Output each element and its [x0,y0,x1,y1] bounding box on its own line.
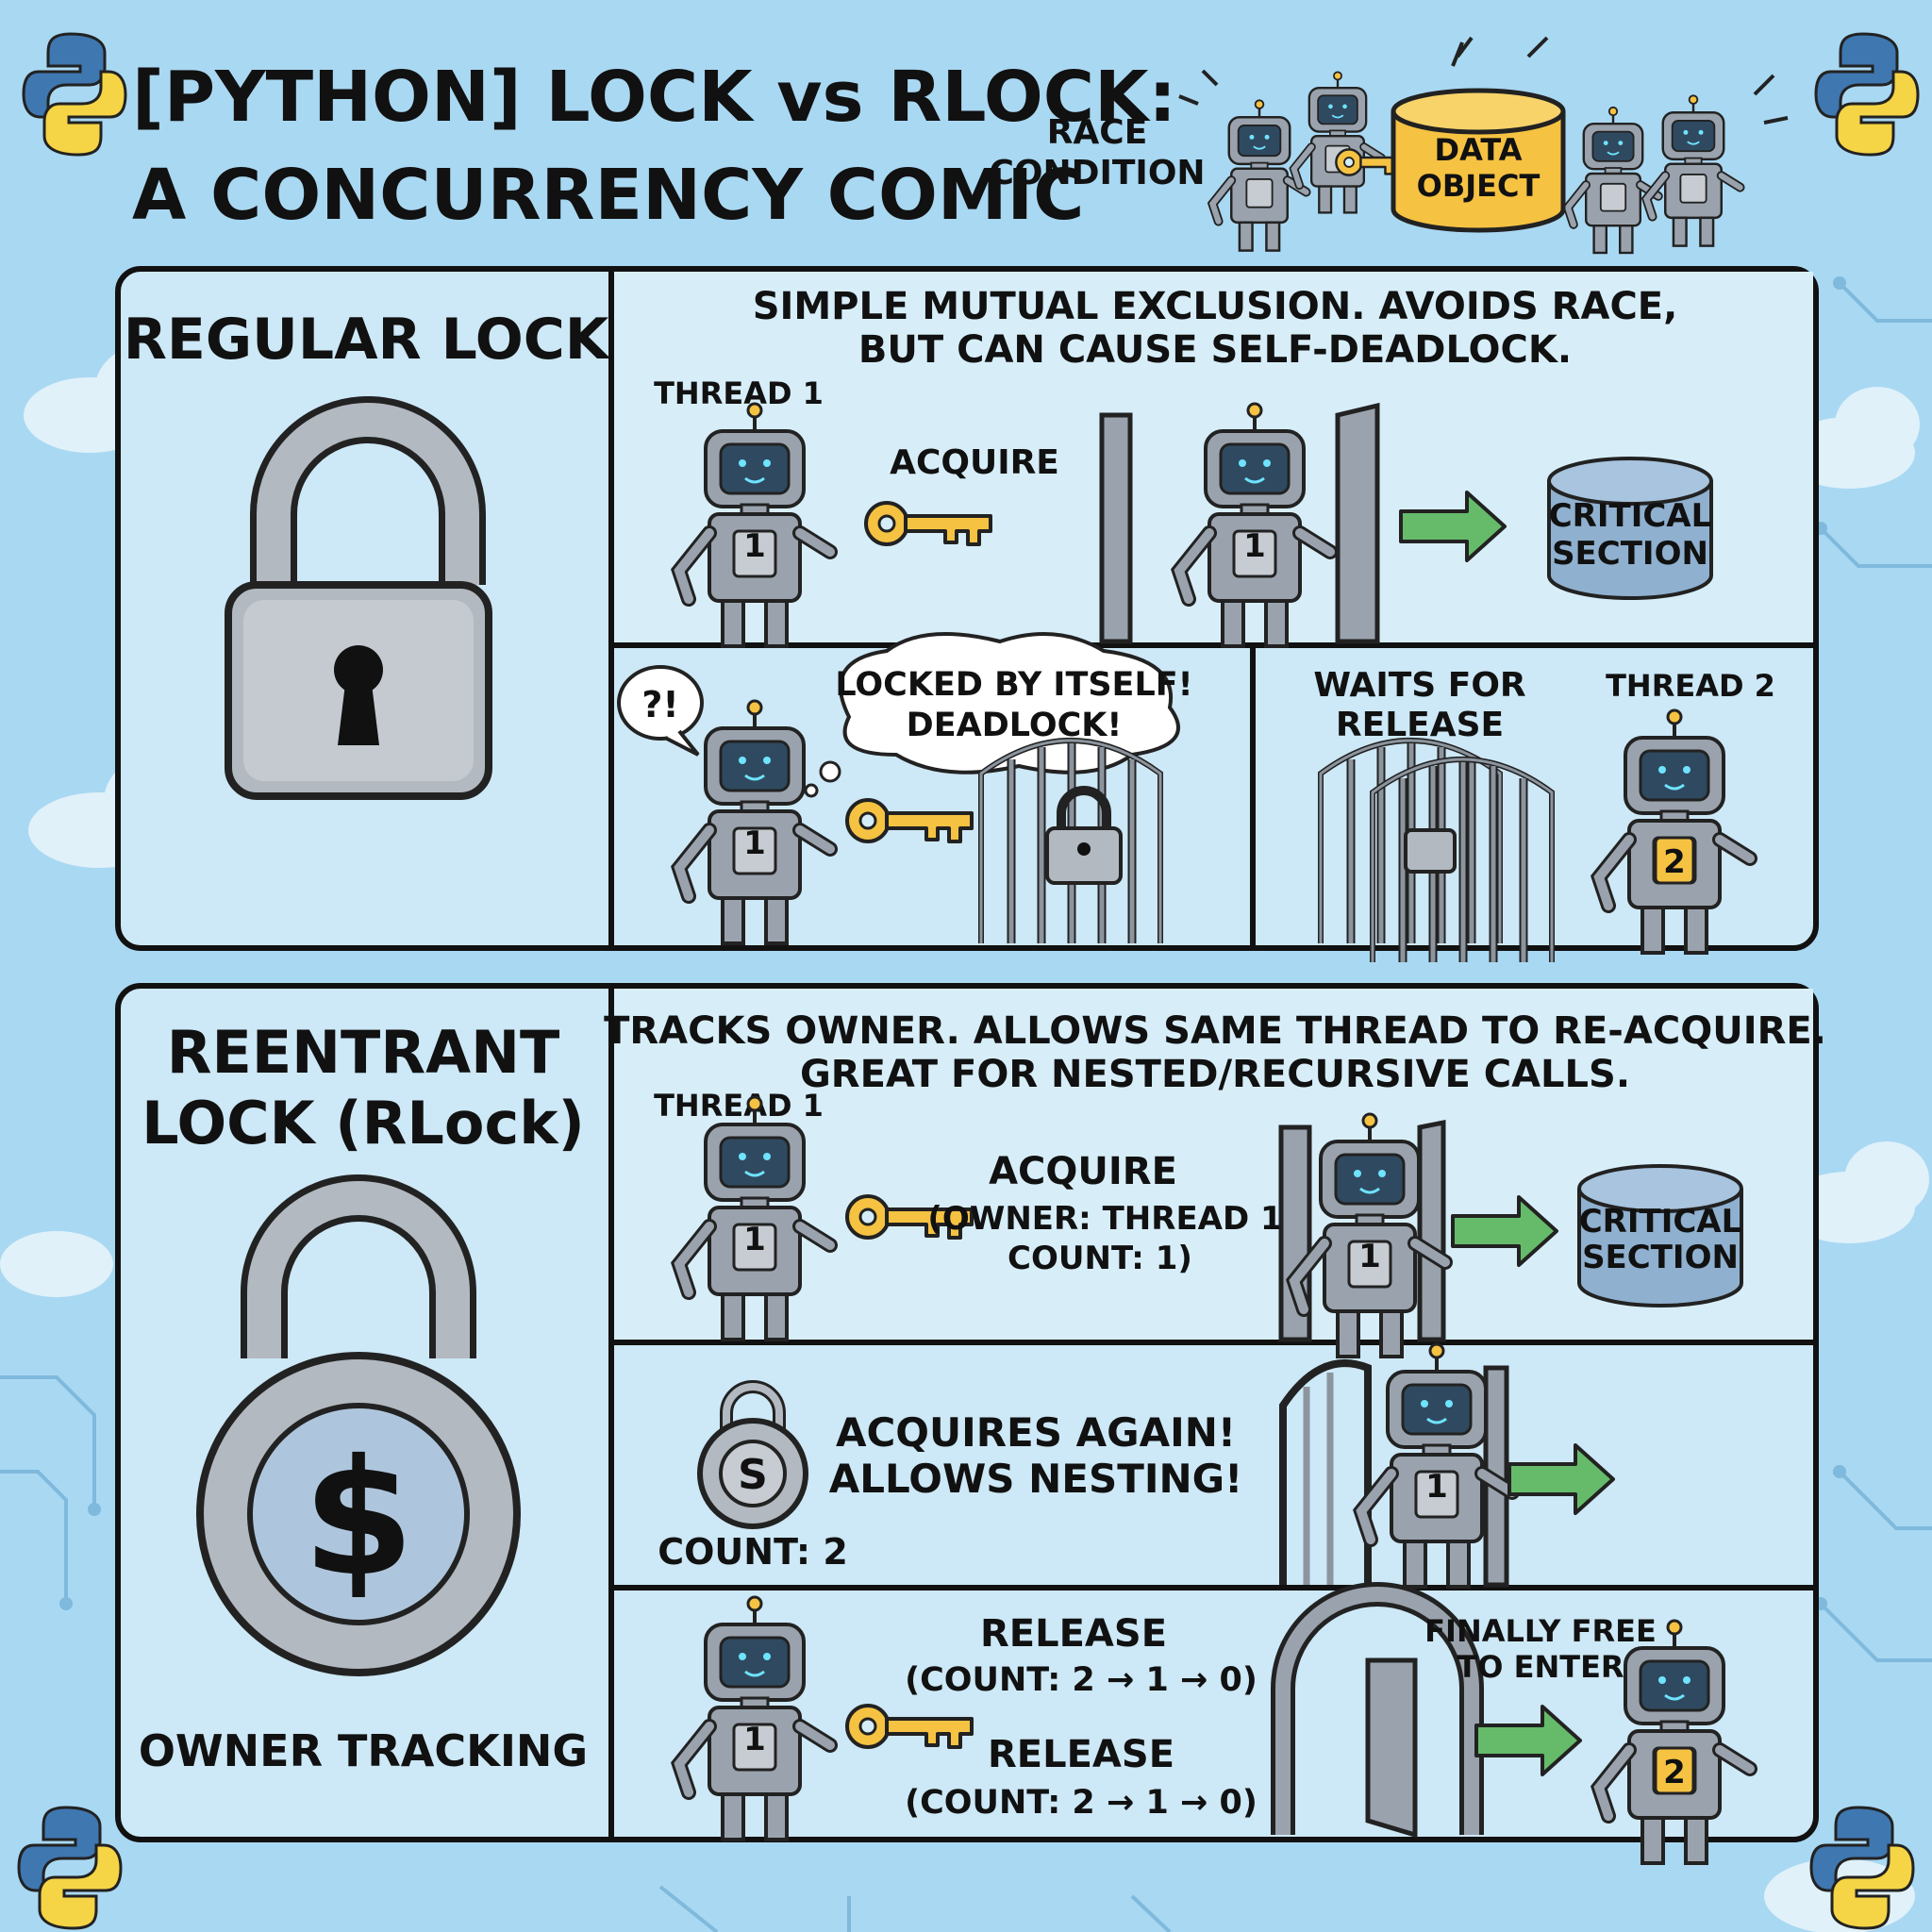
race-condition-illustration [1178,36,1789,253]
padlock-icon [225,396,492,800]
free-line-2: TO ENTER [1457,1649,1624,1685]
rcritical-line-1: CRITICAL [1579,1203,1742,1241]
again-line-1: ACQUIRES AGAIN! [836,1409,1236,1456]
data-object-line-1: DATA [1435,132,1523,168]
release2-count: (COUNT: 2 → 1 → 0) [905,1784,1257,1822]
door-icon [1099,402,1380,644]
acquire-label: ACQUIRE [890,443,1059,482]
robot-badge-2: 2 [1663,1754,1686,1791]
rcritical-line-2: SECTION [1582,1239,1739,1276]
confused-text: ?! [641,684,678,725]
race-label-line-1: RACE [1047,113,1148,152]
thread2-label: THREAD 2 [1606,668,1775,704]
racquire-label: ACQUIRE [989,1150,1177,1193]
deadlock-line-1: LOCKED BY ITSELF! [835,666,1192,704]
gate-lock-icon [1404,828,1457,874]
confused-speech-bubble [617,665,704,757]
robot-badge-1: 1 [743,1721,766,1758]
reentrant-label-line-2: LOCK (RLock) [142,1089,585,1158]
count2-label: COUNT: 2 [658,1531,848,1573]
racquire-owner: (OWNER: THREAD 1, [927,1200,1294,1238]
data-object-line-2: OBJECT [1417,168,1541,204]
closed-gate-icon [1373,755,1552,962]
release2-label: RELEASE [988,1733,1174,1776]
robot-badge-1: 1 [743,1221,766,1258]
race-label-line-2: CONDITION [989,154,1205,192]
title-line-1: [PYTHON] LOCK vs RLOCK: [132,57,1176,138]
release1-label: RELEASE [980,1612,1167,1656]
reentrant-desc-line-1: TRACKS OWNER. ALLOWS SAME THREAD TO RE-A… [604,1009,1826,1053]
robot-badge-1: 1 [743,527,766,565]
critical-line-2: SECTION [1552,535,1708,573]
python-logo-icon [1814,32,1920,157]
title-line-2: A CONCURRENCY COMIC [132,155,1084,236]
thread2-badge-bg [1654,836,1695,885]
waits-line-1: WAITS FOR [1313,666,1525,705]
racquire-count: COUNT: 1) [1008,1240,1192,1277]
robot-badge-1: 1 [743,824,766,862]
robot-badge-2: 2 [1663,843,1686,881]
open-gate-icon [1279,1359,1509,1588]
again-line-2: ALLOWS NESTING! [829,1456,1243,1502]
waits-line-2: RELEASE [1336,706,1504,744]
rlock-padlock-icon [196,1174,521,1676]
regular-desc-line-1: SIMPLE MUTUAL EXCLUSION. AVOIDS RACE, [753,285,1678,328]
reentrant-label-line-1: REENTRANT [167,1018,560,1087]
reentrant-desc-line-2: GREAT FOR NESTED/RECURSIVE CALLS. [800,1053,1630,1096]
python-logo-icon [17,1806,123,1930]
small-padlock-icon [1045,786,1123,885]
python-logo-icon [22,32,127,157]
thought-bubble [804,632,1180,798]
robot-badge-1: 1 [1358,1238,1381,1275]
small-s-lock-icon [697,1380,808,1529]
robot-badge-1: 1 [1243,527,1266,565]
regular-desc-line-2: BUT CAN CAUSE SELF-DEADLOCK. [858,328,1572,372]
thread1-label: THREAD 1 [654,375,824,411]
s-lock-letter: S [738,1451,768,1499]
owner-tracking-label: OWNER TRACKING [139,1725,588,1776]
critical-line-1: CRITICAL [1549,497,1712,535]
deadlock-line-2: DEADLOCK! [907,707,1123,744]
data-object-cylinder [1391,88,1566,233]
thread2-badge-bg [1654,1746,1695,1795]
rthread1-label: THREAD 1 [654,1088,824,1124]
regular-lock-label: REGULAR LOCK [124,307,611,373]
free-line-1: FINALLY FREE [1424,1613,1657,1649]
dollar-icon: $ [303,1425,414,1612]
open-archway-icon [1271,1582,1484,1839]
robot-badge-1: 1 [1425,1468,1448,1506]
release1-count: (COUNT: 2 → 1 → 0) [905,1661,1257,1699]
